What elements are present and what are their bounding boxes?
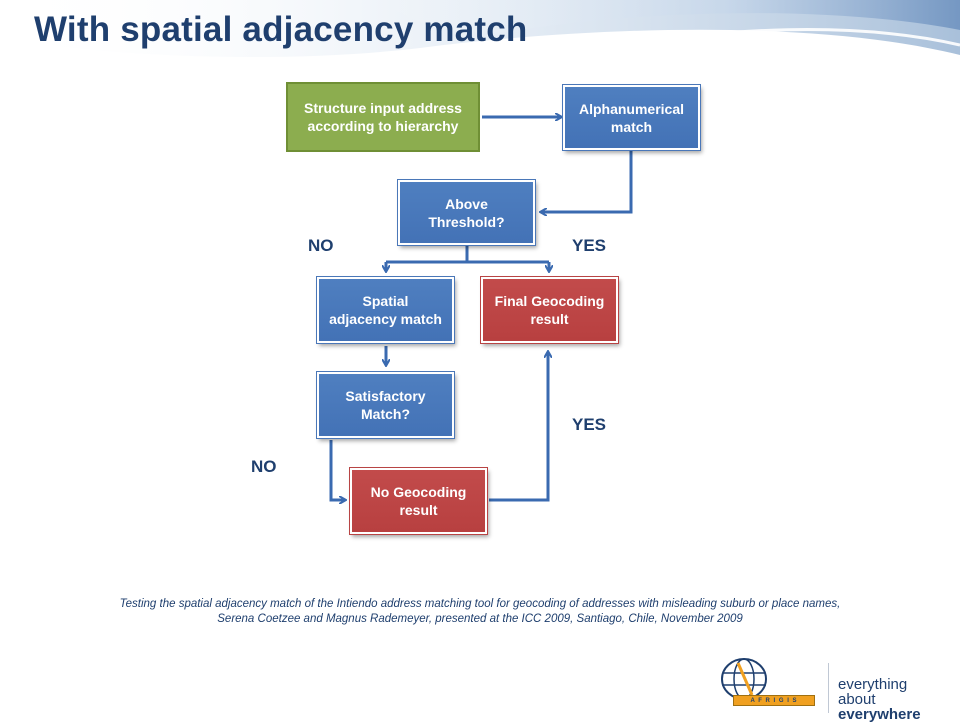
final-geocoding-box: Final Geocoding result bbox=[481, 277, 618, 343]
logo-tagline: everything about everywhere bbox=[838, 677, 960, 722]
afrigis-wordmark-bar: A F R I G I S bbox=[733, 695, 815, 706]
arrow-threshold-split bbox=[386, 246, 549, 264]
tagline-line-2b: everywhere bbox=[838, 706, 921, 723]
arrow-satisfactory-to-nogeocoding bbox=[329, 440, 345, 500]
spatial-adjacency-label: Spatial adjacency match bbox=[329, 293, 442, 327]
arrow-alpha-to-threshold bbox=[541, 151, 633, 212]
citation-line-1: Testing the spatial adjacency match of t… bbox=[119, 598, 841, 610]
above-threshold-label: Above Threshold? bbox=[428, 195, 505, 230]
tagline-line-2a: about bbox=[838, 691, 876, 708]
alphanumerical-match-label: Alphanumerical match bbox=[578, 100, 685, 135]
structure-input-box: Structure input address according to hie… bbox=[286, 82, 480, 152]
final-geocoding-label: Final Geocoding result bbox=[494, 293, 605, 327]
spatial-adjacency-box: Spatial adjacency match bbox=[317, 277, 454, 343]
branch-label-yes-bottom: YES bbox=[572, 415, 607, 434]
tagline-line-1: everything bbox=[838, 676, 908, 693]
alphanumerical-match-box: Alphanumerical match bbox=[563, 85, 700, 150]
branch-label-no-top: NO bbox=[308, 236, 334, 255]
above-threshold-box: Above Threshold? bbox=[398, 180, 535, 245]
no-geocoding-label: No Geocoding result bbox=[370, 484, 467, 518]
structure-input-label: Structure input address according to hie… bbox=[304, 100, 462, 134]
header-swoosh-decoration bbox=[0, 0, 960, 58]
logo-divider bbox=[828, 663, 829, 713]
branch-label-yes-top: YES bbox=[572, 236, 607, 255]
citation-line-2: Serena Coetzee and Magnus Rademeyer, pre… bbox=[217, 613, 743, 625]
slide-title: With spatial adjacency match bbox=[34, 10, 528, 49]
arrow-nogeocoding-to-final bbox=[489, 352, 548, 502]
afrigis-logo: A F R I G I S everything about everywher… bbox=[698, 655, 960, 722]
satisfactory-match-label: Satisfactory Match? bbox=[345, 388, 426, 422]
branch-label-no-bottom: NO bbox=[251, 457, 277, 476]
citation-text: Testing the spatial adjacency match of t… bbox=[40, 597, 920, 627]
no-geocoding-box: No Geocoding result bbox=[350, 468, 487, 534]
satisfactory-match-box: Satisfactory Match? bbox=[317, 372, 454, 438]
